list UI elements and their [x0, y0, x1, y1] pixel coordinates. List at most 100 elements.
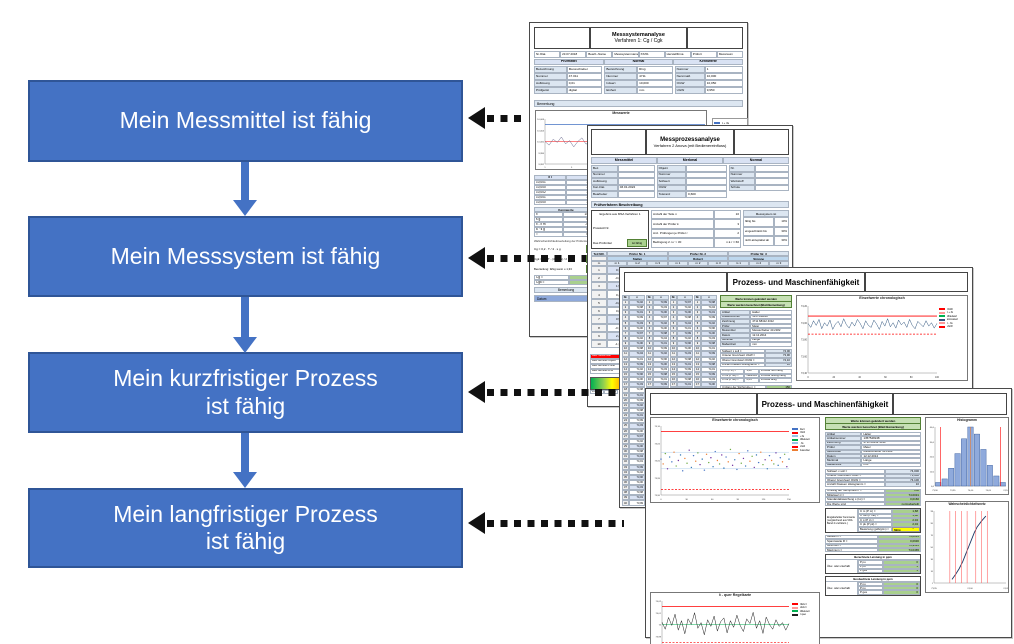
ppm-title: Beobachtete Leistung in ppm [826, 577, 920, 582]
svg-text:150: 150 [787, 499, 791, 501]
ergebnis-line2: Protokoll Nr. [593, 225, 610, 230]
svg-text:0: 0 [660, 499, 662, 501]
svg-text:74,00: 74,00 [801, 322, 808, 325]
svg-text:74,01: 74,01 [656, 613, 662, 615]
pruefverfahren-bar: Prüfverfahren Beschreibung [591, 201, 789, 208]
svg-text:50: 50 [931, 547, 934, 549]
result-rows: Cg =3,80Cgk =3,46 [534, 275, 598, 285]
svg-text:74,00: 74,00 [968, 490, 974, 492]
down-arrow-icon [233, 297, 257, 353]
svg-text:74: 74 [659, 625, 662, 627]
svg-text:30: 30 [685, 499, 688, 501]
flow-box-label: Mein langfristiger Prozess ist fähig [113, 500, 378, 554]
sheet2-title: Messprozessanalyse [660, 136, 720, 143]
ergebnis-line1: Ergebnis aus MSA Verfahren 1 [599, 212, 641, 216]
svg-text:90: 90 [931, 523, 934, 525]
ppm-title: Berechnete Leistung in ppm [826, 555, 920, 561]
verdict-label: Bewertung (gelb/grün) = [857, 526, 893, 532]
svg-text:74,10: 74,10 [1003, 490, 1008, 492]
sheet2-title-bar: Messprozessanalyse Verfahren 2 Anova (mi… [591, 129, 789, 155]
svg-text:73,90: 73,90 [655, 495, 661, 497]
flow-box-label: Mein kurzfristiger Prozess ist fähig [113, 365, 378, 419]
svg-text:100: 100 [935, 376, 939, 379]
svg-text:10,004: 10,004 [537, 130, 544, 132]
ppm-block-beobachtet: Beobachtete Leistung in ppm Über- oder u… [825, 575, 921, 596]
dotted-arrow-messmittel-icon [468, 107, 523, 129]
sheet2-subtitle: Verfahren 2 Anova (mit Bedienereinfluss) [653, 142, 727, 148]
svg-text:73,60: 73,60 [801, 355, 808, 358]
dotted-arrow-langfristig-icon [468, 512, 624, 534]
flow-box-langfristiger-prozess: Mein langfristiger Prozess ist fähig [28, 488, 463, 568]
sheet4-title: Prozess- und Maschinenfähigkeit [761, 399, 889, 409]
sheet1-title-bar: Messsystemanalyse Verfahren 1: Cg / Cgk [534, 27, 743, 49]
down-arrow-icon [233, 162, 257, 216]
svg-text:60: 60 [884, 376, 887, 379]
sheet1-subtitle: Verfahren 1: Cg / Cgk [614, 38, 663, 44]
svg-text:90: 90 [737, 499, 740, 501]
dotted-arrow-kurzfristig-icon [468, 381, 618, 403]
svg-text:120: 120 [762, 499, 766, 501]
svg-text:0,0: 0,0 [931, 486, 935, 488]
svg-text:10,008: 10,008 [537, 119, 544, 121]
svg-text:70: 70 [931, 535, 934, 537]
ppm-block-berechnet: Berechnete Leistung in ppm Über- oder un… [825, 554, 921, 574]
verdict-value: Prozess bedingt fähig [892, 526, 920, 532]
ergebnis-line3: Das Prüfmittel [593, 241, 612, 245]
ergebnis-box: Ergebnis aus MSA Verfahren 1 Protokoll N… [591, 210, 649, 249]
svg-text:1: 1 [932, 583, 934, 585]
svg-text:74,02: 74,02 [656, 601, 662, 603]
svg-text:74,10: 74,10 [655, 426, 661, 428]
svg-text:1: 1 [544, 167, 546, 169]
sheet3-title-bar: Prozess- und Maschinenfähigkeit [624, 272, 968, 292]
sheet4-xquer-chart: x̄ - quer Regelkarte 74,0274,017473,9973… [650, 592, 820, 644]
flow-box-kurzfristiger-prozess: Mein kurzfristiger Prozess ist fähig [28, 352, 463, 433]
down-arrow-icon [233, 433, 257, 488]
svg-text:9,996: 9,996 [539, 153, 545, 155]
dotted-arrow-messsystem-icon [468, 247, 586, 269]
svg-text:9,992: 9,992 [539, 164, 545, 166]
flow-box-messsystem: Mein Messsystem ist fähig [28, 216, 463, 297]
svg-text:73,40: 73,40 [801, 372, 808, 375]
svg-text:74,20: 74,20 [801, 305, 808, 308]
bemerkung-bar: Bemerkung [534, 100, 743, 107]
svg-text:0: 0 [807, 376, 809, 379]
svg-text:74,00: 74,00 [655, 461, 661, 463]
flow-box-label: Mein Messmittel ist fähig [119, 107, 372, 134]
beurteilung-text: Beurteilung: fähig wenn ≥ 1,33 [534, 267, 572, 271]
svg-text:20,0: 20,0 [930, 457, 935, 459]
svg-text:74,00: 74,00 [967, 588, 973, 590]
svg-text:74,05: 74,05 [655, 443, 661, 445]
svg-text:99: 99 [931, 511, 934, 513]
svg-text:20: 20 [832, 376, 835, 379]
flow-box-messmittel: Mein Messmittel ist fähig [28, 80, 463, 162]
